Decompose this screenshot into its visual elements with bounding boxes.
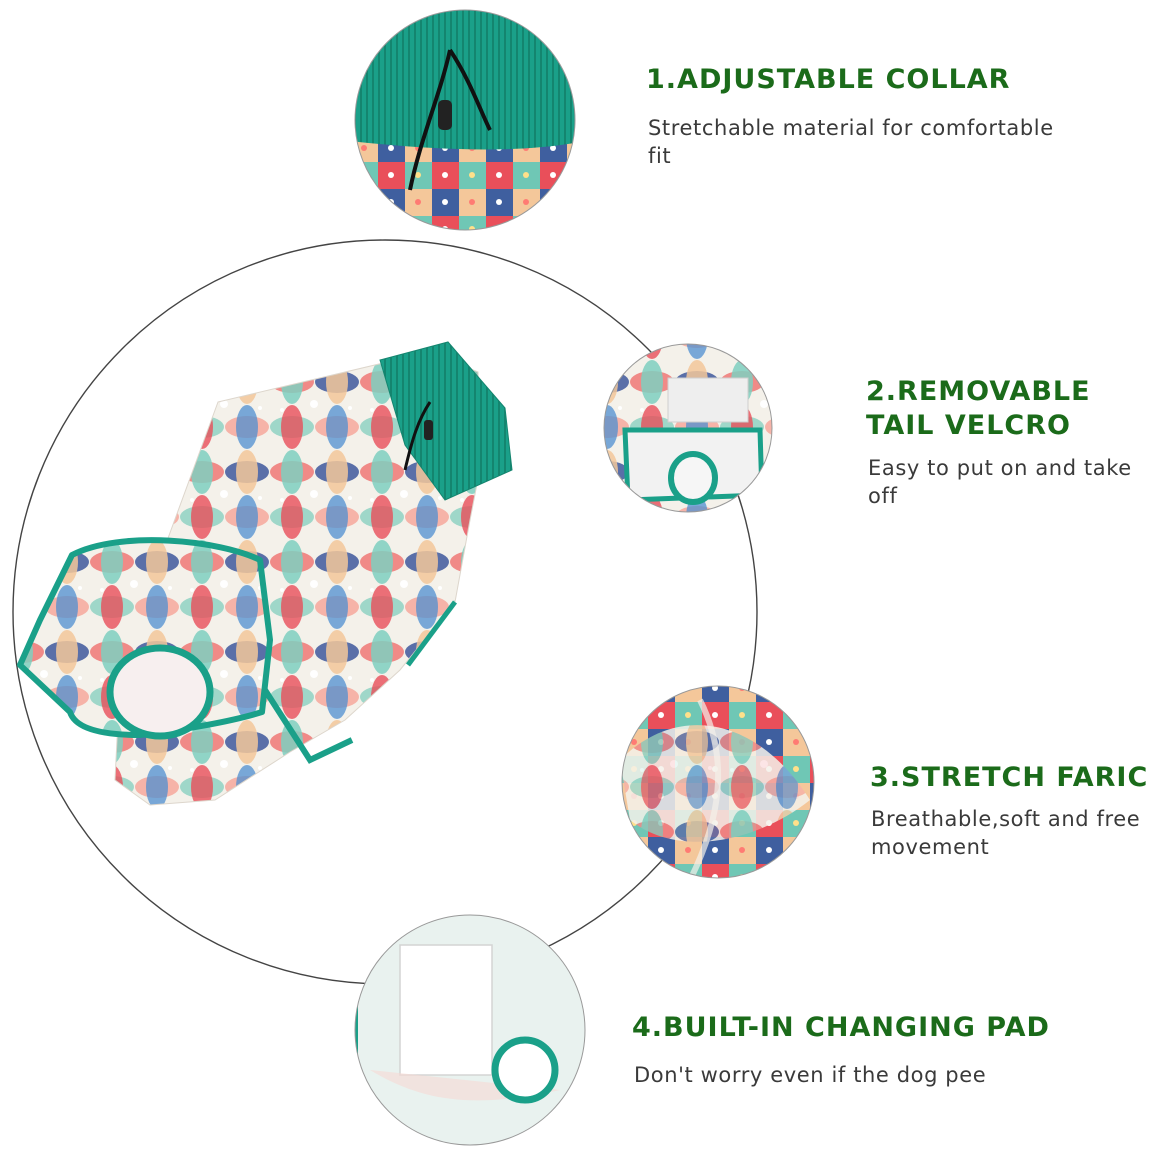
dog-recovery-suit-photo <box>17 341 513 806</box>
stretch-fabric-photo <box>622 686 814 878</box>
feature-title-adjustable-collar: 1.ADJUSTABLE COLLAR <box>646 64 1011 95</box>
adjustable-collar-photo <box>355 10 575 230</box>
tail-velcro-photo <box>604 344 772 512</box>
feature-title-removable-tail-velcro: 2.REMOVABLE TAIL VELCRO <box>866 376 1091 441</box>
feature-description-built-in-changing-pad: Don't worry even if the dog pee <box>634 1063 987 1087</box>
feature-title-stretch-fabric: 3.STRETCH FARIC <box>870 762 1149 793</box>
feature-description-adjustable-collar: Stretchable material for comfortable fit <box>648 116 1054 168</box>
feature-description-stretch-fabric: Breathable,soft and free movement <box>871 807 1141 859</box>
changing-pad-photo <box>355 915 585 1145</box>
feature-description-removable-tail-velcro: Easy to put on and take off <box>868 456 1132 508</box>
feature-title-built-in-changing-pad: 4.BUILT-IN CHANGING PAD <box>632 1012 1050 1043</box>
